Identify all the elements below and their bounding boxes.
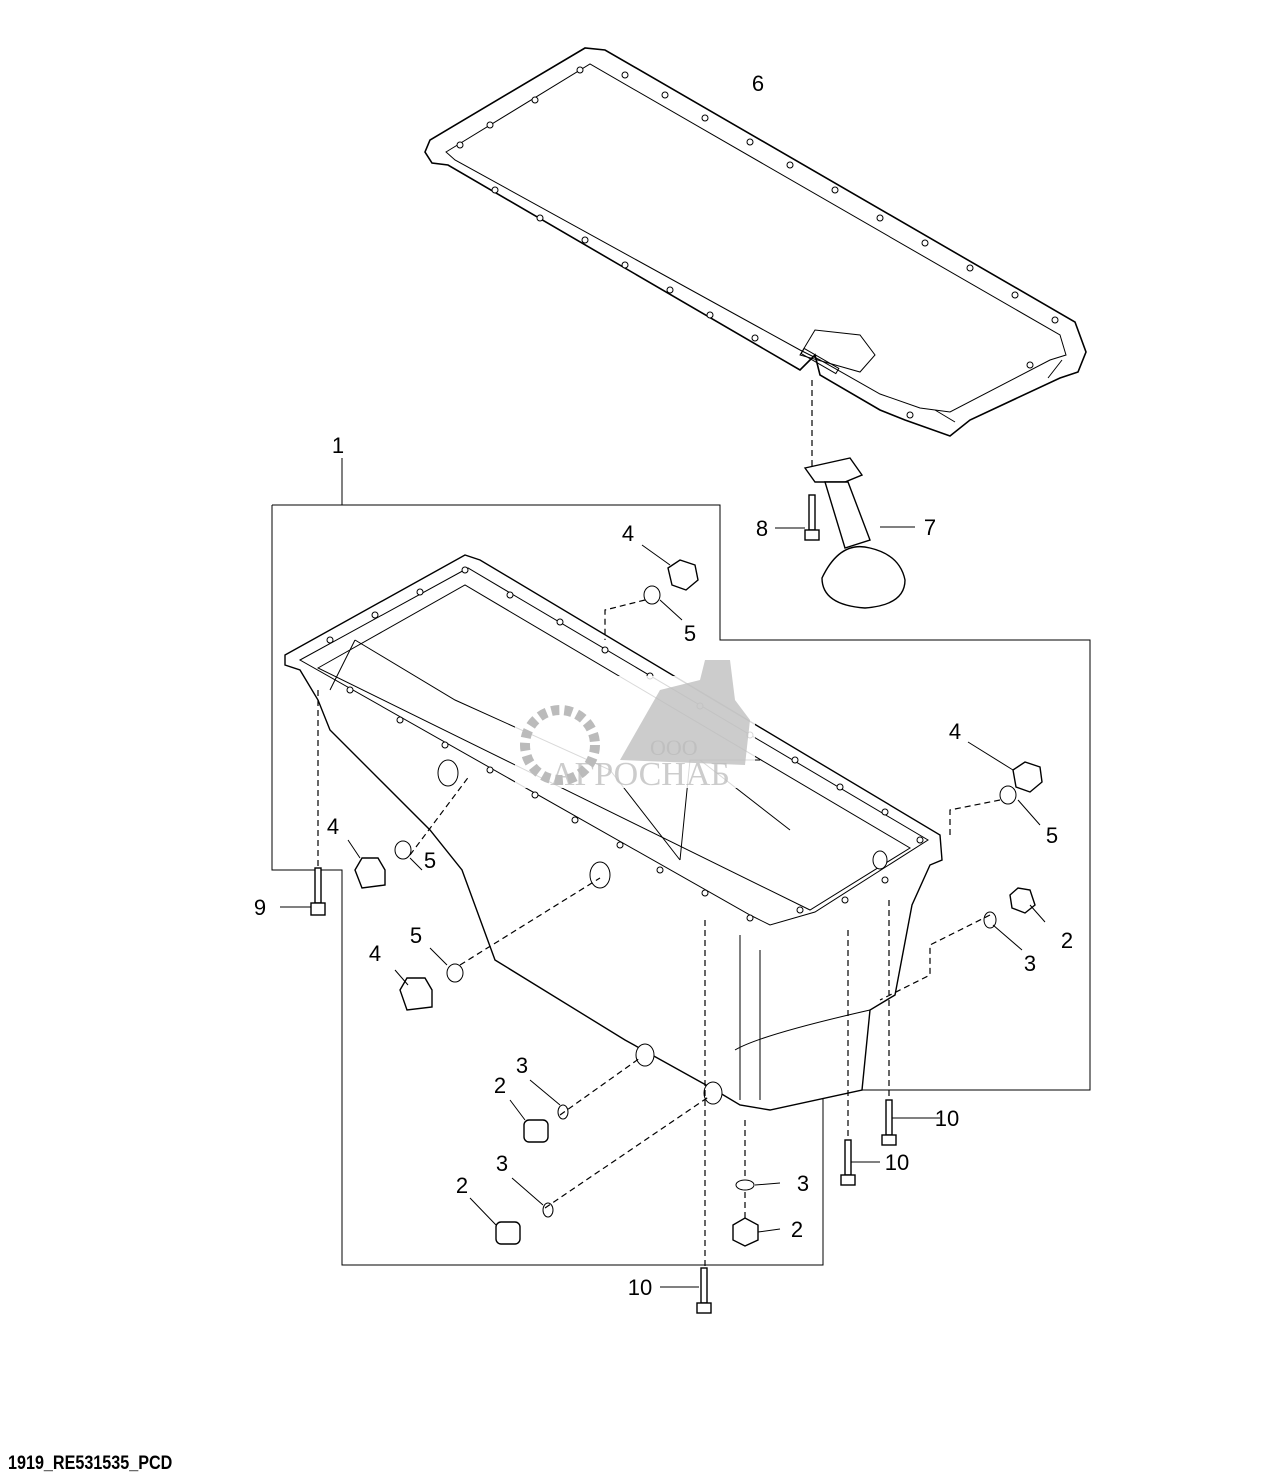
callout-5: 5 [424,848,436,873]
plug-4 [667,559,699,591]
bolt-10 [885,1099,893,1136]
callout-10: 10 [885,1150,909,1175]
oil-pickup-tube [803,457,906,609]
callout-4: 4 [327,814,339,839]
callout-5: 5 [1046,823,1058,848]
callout-4: 4 [949,719,961,744]
callout-10: 10 [935,1106,959,1131]
watermark-name: АГРОСНАБ [550,756,730,793]
bolt-8 [804,494,820,541]
callout-2: 2 [1061,928,1073,953]
bolt-10 [700,1267,708,1304]
callout-4: 4 [369,941,381,966]
callout-2: 2 [494,1073,506,1098]
oil-pan-gasket [424,47,1087,437]
drain-plug-2 [523,1119,549,1143]
oil-pan [284,554,943,1111]
callout-5: 5 [684,621,696,646]
bolt-9 [314,867,322,904]
callout-9: 9 [254,895,266,920]
drain-plug-2 [732,1217,759,1247]
o-ring-5 [394,840,412,860]
callout-2: 2 [791,1217,803,1242]
o-ring-5 [446,963,464,983]
callout-3: 3 [1024,951,1036,976]
watermark-prefix: ООО [650,735,698,760]
callout-7: 7 [924,515,936,540]
callout-3: 3 [516,1053,528,1078]
callout-3: 3 [797,1171,809,1196]
callout-8: 8 [756,516,768,541]
drain-plug-2 [1009,887,1036,914]
bolt-10 [844,1139,852,1176]
o-ring-5 [999,785,1017,805]
watermark-logo: ООО АГРОСНАБ [515,660,755,793]
callout-3: 3 [496,1151,508,1176]
callout-1: 1 [332,433,344,458]
callout-2: 2 [456,1173,468,1198]
plug-4 [354,857,386,889]
diagram-caption: 1919_RE531535_PCD [8,1453,173,1474]
callout-5: 5 [410,923,422,948]
plug-4 [399,977,433,1011]
callout-10: 10 [628,1275,652,1300]
drain-plug-2 [495,1221,521,1245]
plug-4 [1012,761,1043,793]
callout-6: 6 [752,71,764,96]
o-ring-5 [643,585,661,605]
callout-4: 4 [622,521,634,546]
